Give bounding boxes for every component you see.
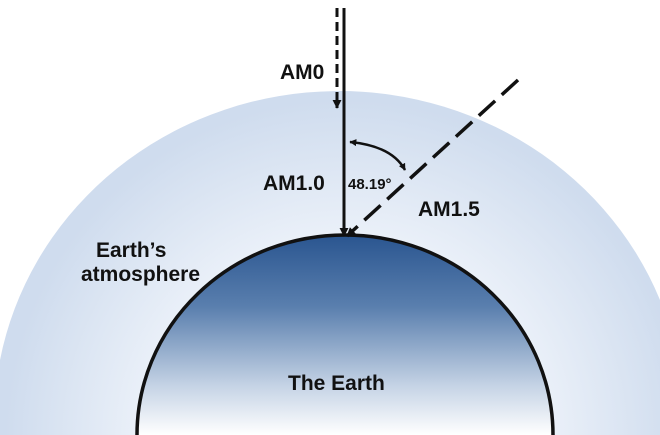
earth-body bbox=[137, 235, 553, 435]
am0-label: AM0 bbox=[280, 61, 324, 84]
am10-label: AM1.0 bbox=[263, 172, 325, 195]
earth-label: The Earth bbox=[288, 372, 385, 395]
am15-beam bbox=[345, 78, 520, 238]
atmosphere-label-line2: atmosphere bbox=[81, 263, 200, 286]
am15-label: AM1.5 bbox=[418, 198, 480, 221]
angle-label: 48.19° bbox=[348, 176, 392, 193]
atmosphere-label-line1: Earth’s bbox=[96, 239, 166, 262]
angle-arc bbox=[349, 139, 407, 171]
